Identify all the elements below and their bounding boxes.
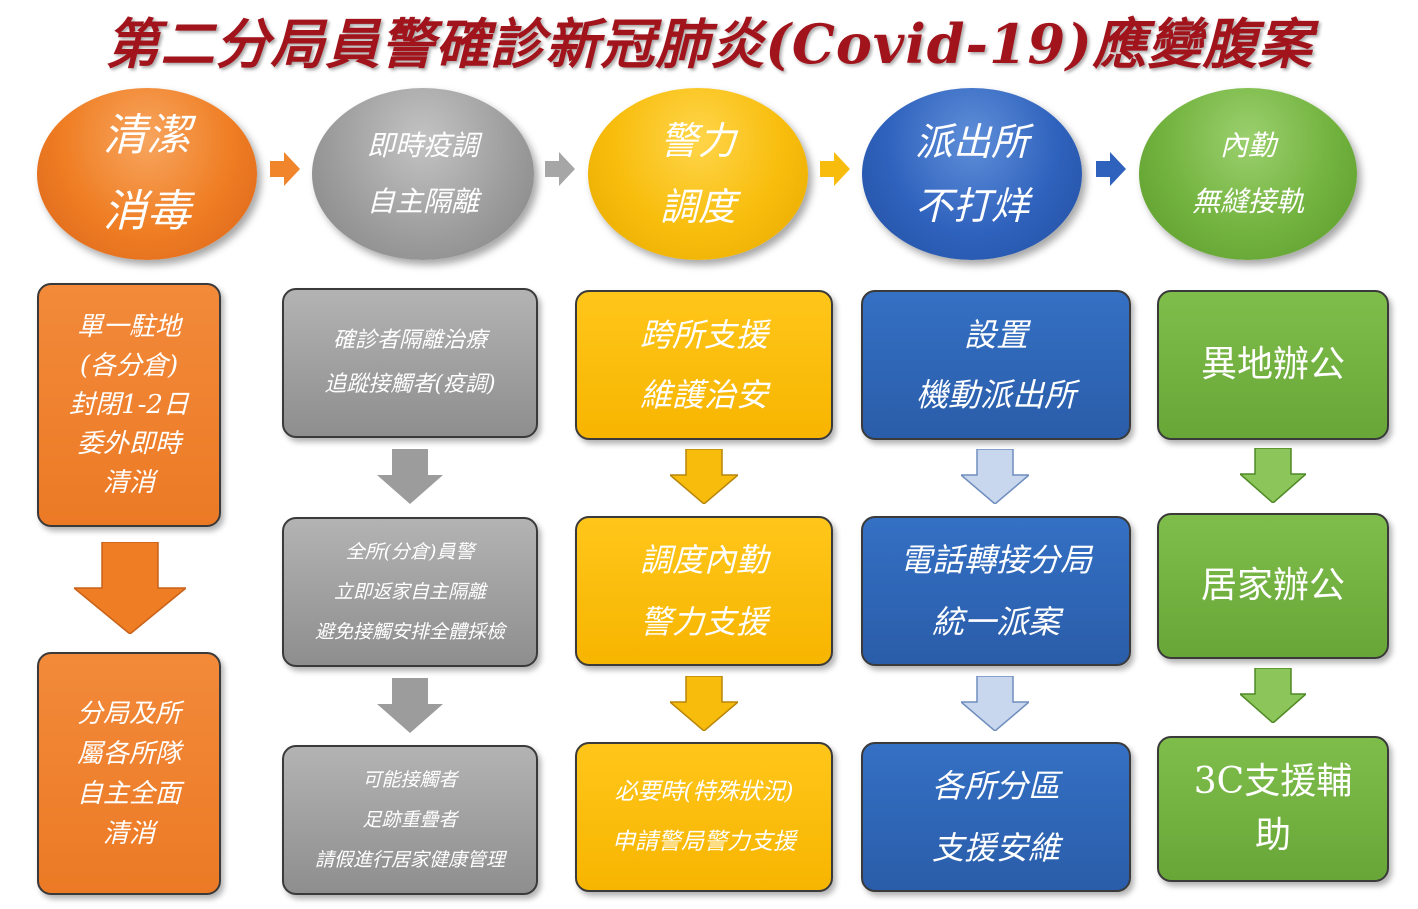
box-cross-station-support: 跨所支援 維護治安 (575, 290, 833, 440)
box-line: 請假進行居家健康管理 (314, 849, 505, 871)
box-line: 清消 (102, 467, 155, 498)
box-line: 屬各所隊 (76, 738, 181, 769)
arrow-right-icon (270, 152, 300, 186)
box-home-office: 居家辦公 (1157, 513, 1389, 659)
box-possible-contacts: 可能接觸者 足跡重疊者 請假進行居家健康管理 (282, 745, 538, 895)
heading-line: 即時疫調 (366, 129, 479, 162)
box-line: 維護治安 (639, 376, 768, 414)
arrow-down-icon (961, 676, 1029, 731)
arrow-down-icon (961, 449, 1029, 504)
box-line: 自主全面 (76, 778, 181, 809)
arrow-down-icon (670, 449, 738, 504)
heading-cleaning-disinfection: 清潔 消毒 (37, 88, 257, 260)
box-line: 確診者隔離治療 (332, 328, 487, 353)
arrow-down-icon (1240, 448, 1306, 503)
box-line: 設置 (963, 316, 1028, 354)
box-line: 避免接觸安排全體採檢 (314, 621, 505, 643)
box-line: 申請警局警力支援 (612, 829, 796, 855)
box-line: 3C支援輔 (1193, 761, 1353, 802)
box-request-bureau-support: 必要時(特殊狀況) 申請警局警力支援 (575, 742, 833, 892)
page-title: 第二分局員警確診新冠肺炎(Covid-19)應變腹案 (105, 12, 1313, 76)
heading-seamless-office: 內勤 無縫接軌 (1139, 88, 1357, 260)
heading-police-dispatch: 警力 調度 (588, 88, 808, 260)
box-line: 各所分區 (931, 767, 1060, 805)
box-single-station-lockdown: 單一駐地 (各分倉) 封閉1-2日 委外即時 清消 (37, 283, 221, 527)
box-internal-dispatch: 調度內勤 警力支援 (575, 516, 833, 666)
box-line: 必要時(特殊狀況) (614, 779, 794, 805)
heading-line: 警力 (659, 119, 736, 163)
box-line: 助 (1254, 815, 1291, 856)
box-line: 電話轉接分局 (899, 541, 1092, 579)
box-mobile-police-station: 設置 機動派出所 (861, 290, 1131, 440)
box-line: (各分倉) (79, 350, 179, 381)
box-district-support: 各所分區 支援安維 (861, 742, 1131, 892)
box-full-disinfection: 分局及所 屬各所隊 自主全面 清消 (37, 652, 221, 895)
heading-line: 自主隔離 (366, 185, 479, 218)
arrow-down-icon (1240, 668, 1306, 723)
box-confirmed-case-isolation: 確診者隔離治療 追蹤接觸者(疫調) (282, 288, 538, 438)
box-line: 統一派案 (931, 603, 1060, 641)
box-call-forwarding: 電話轉接分局 統一派案 (861, 516, 1131, 666)
heading-station-always-open: 派出所 不打烊 (862, 88, 1082, 260)
box-line: 立即返家自主隔離 (333, 581, 486, 603)
box-line: 警力支援 (639, 603, 768, 641)
box-line: 追蹤接觸者(疫調) (324, 372, 496, 397)
box-line: 清消 (102, 818, 155, 849)
box-line: 可能接觸者 (362, 769, 458, 791)
box-line: 委外即時 (76, 428, 181, 459)
heading-epidemic-investigation: 即時疫調 自主隔離 (312, 88, 534, 260)
arrow-down-icon (377, 678, 443, 733)
box-line: 調度內勤 (639, 541, 768, 579)
heading-line: 清潔 (103, 110, 191, 161)
heading-line: 消毒 (103, 186, 191, 237)
box-line: 支援安維 (931, 829, 1060, 867)
box-line: 封閉1-2日 (69, 389, 189, 420)
box-line: 跨所支援 (639, 316, 768, 354)
arrow-down-icon (670, 676, 738, 731)
box-line: 單一駐地 (76, 311, 181, 342)
arrow-down-icon (377, 449, 443, 504)
heading-line: 不打烊 (914, 184, 1029, 228)
heading-line: 調度 (659, 185, 736, 229)
box-line: 全所(分倉)員警 (345, 541, 475, 563)
arrow-right-icon (1096, 152, 1126, 186)
box-3c-support: 3C支援輔 助 (1157, 736, 1389, 882)
arrow-right-icon (545, 152, 575, 186)
box-line: 異地辦公 (1200, 344, 1345, 385)
heading-line: 派出所 (914, 120, 1029, 164)
box-station-wide-isolation: 全所(分倉)員警 立即返家自主隔離 避免接觸安排全體採檢 (282, 517, 538, 667)
box-line: 分局及所 (76, 698, 181, 729)
box-line: 足跡重疊者 (362, 809, 458, 831)
arrow-down-icon (74, 542, 186, 634)
heading-line: 內勤 (1219, 129, 1276, 162)
arrow-right-icon (820, 152, 850, 186)
box-line: 機動派出所 (915, 376, 1076, 414)
box-line: 居家辦公 (1200, 565, 1345, 606)
heading-line: 無縫接軌 (1191, 185, 1304, 218)
box-remote-office: 異地辦公 (1157, 290, 1389, 440)
